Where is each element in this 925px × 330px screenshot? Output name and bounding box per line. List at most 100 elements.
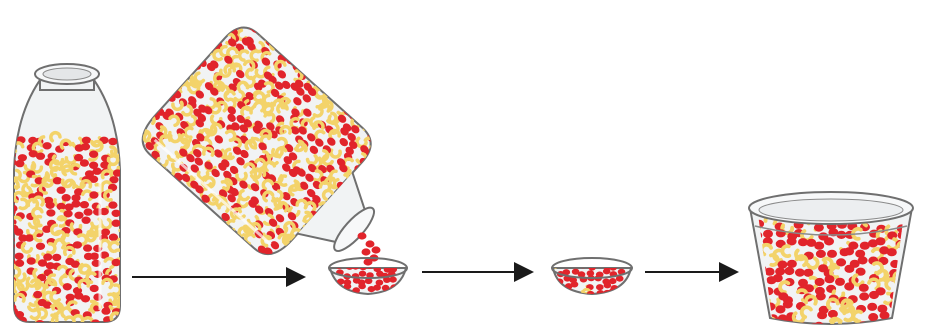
red-bean bbox=[778, 261, 788, 269]
yellow-bean bbox=[3, 318, 12, 327]
red-bean bbox=[594, 261, 602, 267]
red-bean bbox=[596, 284, 604, 290]
red-bean bbox=[773, 274, 783, 282]
red-bean bbox=[844, 265, 854, 273]
red-bean bbox=[787, 260, 797, 268]
red-bean bbox=[237, 15, 249, 27]
red-bean bbox=[815, 278, 825, 286]
red-bean bbox=[844, 247, 854, 255]
red-bean bbox=[82, 217, 91, 224]
red-bean bbox=[7, 208, 16, 215]
red-bean bbox=[335, 287, 343, 293]
red-bean bbox=[43, 142, 52, 149]
red-bean bbox=[816, 250, 826, 258]
new-population-cup bbox=[742, 192, 913, 330]
red-bean bbox=[887, 319, 897, 327]
red-bean bbox=[53, 177, 62, 184]
red-bean bbox=[8, 205, 17, 212]
red-bean bbox=[817, 311, 827, 319]
red-bean bbox=[33, 291, 42, 298]
red-bean bbox=[25, 234, 34, 241]
red-bean bbox=[825, 275, 835, 283]
falling-bean bbox=[362, 248, 371, 255]
red-bean bbox=[84, 208, 93, 215]
red-bean bbox=[858, 256, 868, 264]
red-bean bbox=[746, 240, 756, 248]
red-bean bbox=[83, 244, 92, 251]
red-bean bbox=[36, 153, 45, 160]
red-bean bbox=[7, 142, 16, 149]
red-bean bbox=[358, 283, 366, 289]
red-bean bbox=[744, 247, 754, 255]
falling-bean bbox=[358, 232, 367, 239]
red-bean bbox=[15, 253, 24, 260]
red-bean bbox=[352, 264, 360, 270]
red-bean bbox=[743, 296, 753, 304]
red-bean bbox=[90, 285, 99, 292]
red-bean bbox=[80, 201, 89, 208]
red-bean bbox=[62, 194, 71, 201]
red-bean bbox=[27, 257, 36, 264]
red-bean bbox=[747, 314, 757, 322]
red-bean bbox=[878, 320, 888, 328]
red-bean bbox=[36, 243, 45, 250]
red-bean bbox=[571, 281, 579, 287]
red-bean bbox=[742, 269, 752, 277]
red-bean bbox=[81, 143, 90, 150]
red-bean bbox=[603, 268, 611, 274]
red-bean bbox=[108, 138, 117, 145]
red-bean bbox=[15, 160, 24, 167]
pouring-bottle bbox=[125, 6, 422, 299]
red-bean bbox=[74, 212, 83, 219]
falling-bean bbox=[366, 240, 375, 247]
red-bean bbox=[112, 210, 121, 217]
red-bean bbox=[128, 129, 140, 141]
red-bean bbox=[7, 159, 16, 166]
red-bean bbox=[80, 159, 89, 166]
red-bean bbox=[859, 292, 869, 300]
red-bean bbox=[35, 320, 44, 327]
yellow-bean bbox=[771, 323, 781, 330]
red-bean bbox=[876, 237, 886, 245]
red-bean bbox=[112, 220, 121, 227]
yellow-bean bbox=[378, 133, 390, 145]
red-bean bbox=[869, 291, 879, 299]
red-bean bbox=[71, 200, 80, 207]
red-bean bbox=[109, 234, 118, 241]
red-bean bbox=[748, 277, 758, 285]
bottle-mouth-inner bbox=[43, 68, 91, 80]
yellow-bean bbox=[742, 285, 751, 295]
source-bottle bbox=[3, 64, 124, 329]
red-bean bbox=[835, 278, 845, 286]
red-bean bbox=[108, 201, 117, 208]
red-bean bbox=[8, 134, 17, 141]
red-bean bbox=[898, 310, 908, 318]
red-bean bbox=[373, 285, 381, 291]
yellow-bean bbox=[3, 297, 12, 305]
red-bean bbox=[616, 290, 624, 296]
cup-rim-inner bbox=[759, 199, 903, 221]
red-bean bbox=[859, 284, 869, 292]
red-bean bbox=[89, 191, 98, 198]
red-bean bbox=[389, 277, 397, 283]
red-bean bbox=[867, 303, 877, 311]
red-bean bbox=[887, 248, 897, 256]
red-bean bbox=[900, 297, 910, 305]
red-bean bbox=[52, 254, 61, 261]
red-bean bbox=[784, 267, 794, 275]
red-bean bbox=[824, 237, 834, 245]
red-bean bbox=[746, 305, 756, 313]
red-bean bbox=[82, 137, 91, 144]
red-bean bbox=[758, 321, 768, 329]
red-bean bbox=[763, 230, 773, 238]
red-bean bbox=[57, 187, 66, 194]
sample-dish-beans bbox=[553, 260, 626, 298]
red-bean bbox=[359, 271, 367, 277]
red-bean bbox=[755, 315, 765, 323]
red-bean bbox=[91, 319, 100, 326]
yellow-bean bbox=[889, 320, 899, 327]
red-bean bbox=[46, 209, 55, 216]
falling-bean bbox=[372, 246, 381, 253]
